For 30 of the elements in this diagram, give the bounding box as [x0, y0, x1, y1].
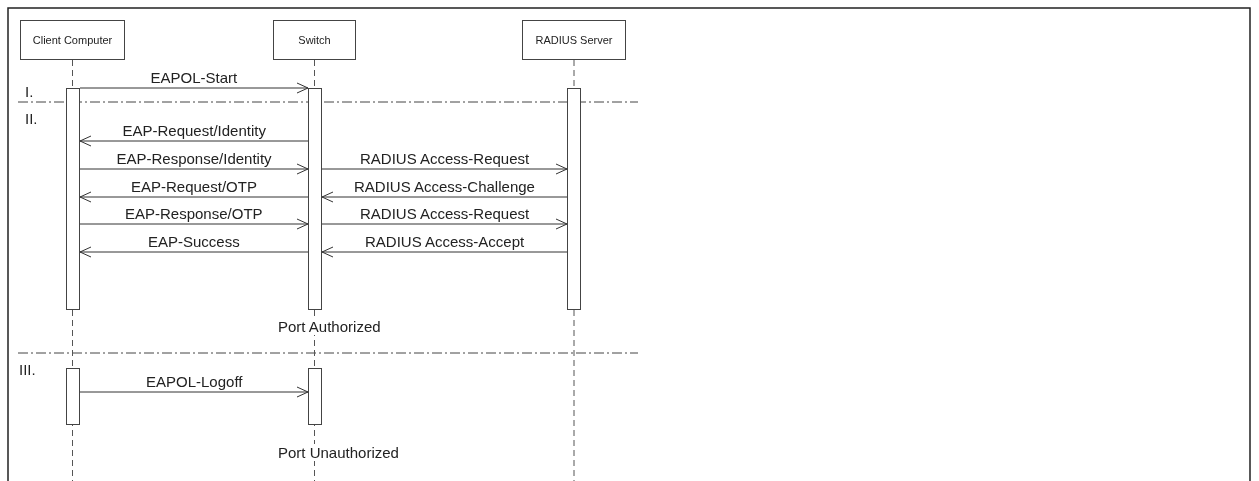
message-arrow [321, 163, 568, 175]
participant-name: RADIUS Server [535, 34, 613, 46]
message-label: EAP-Response/OTP [124, 205, 264, 222]
message-label: EAP-Request/OTP [130, 178, 258, 195]
message-arrow [79, 246, 309, 258]
message-arrow [321, 218, 568, 230]
participant-box [273, 20, 356, 60]
message-label: RADIUS Access-Challenge [353, 178, 536, 195]
message-arrow [321, 246, 568, 258]
activation-bar [567, 88, 581, 310]
activation-bar [66, 368, 80, 425]
participant-box [20, 20, 125, 60]
participant-box [522, 20, 626, 60]
message-arrow [321, 191, 568, 203]
message-label: EAP-Request/Identity [121, 122, 267, 139]
message-arrow [79, 218, 309, 230]
message-arrow [79, 163, 309, 175]
note-label: Port Authorized [277, 318, 382, 335]
note-label: Port Unauthorized [277, 444, 400, 461]
participant-name: Switch [298, 34, 331, 46]
message-arrow [79, 135, 309, 147]
message-arrow [79, 191, 309, 203]
participant-name: Client Computer [32, 34, 113, 46]
activation-bar [308, 368, 322, 425]
activation-bar [66, 88, 80, 310]
activation-bar [308, 88, 322, 310]
message-label: EAPOL-Logoff [145, 373, 244, 390]
message-arrow [79, 386, 309, 398]
message-arrow [79, 82, 309, 94]
message-label: EAP-Response/Identity [115, 150, 273, 167]
